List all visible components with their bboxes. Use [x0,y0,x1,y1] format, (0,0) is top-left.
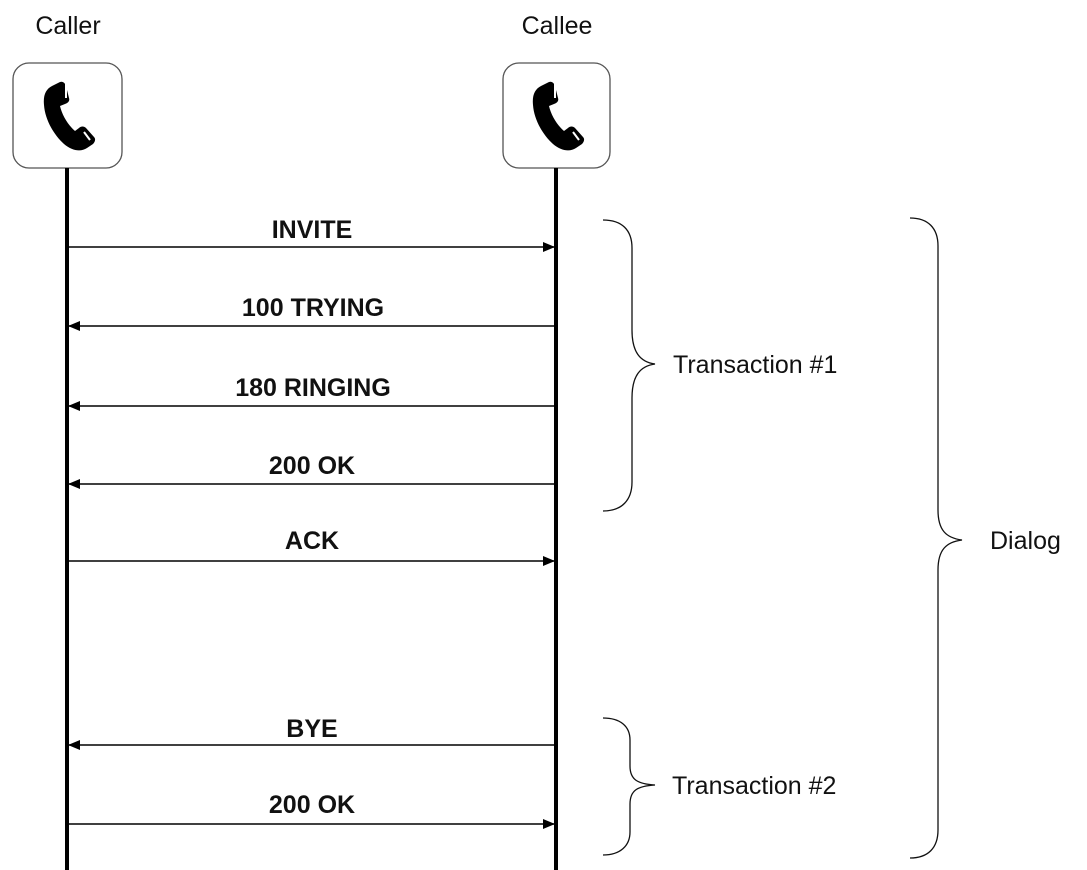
transaction-2-group: Transaction #2 [602,717,836,856]
message-label: INVITE [272,216,353,244]
message-100-trying: 100 TRYING [68,294,554,331]
message-200-ok-bye: 200 OK [69,791,555,829]
dialog-brace [909,217,963,859]
transaction-2-label: Transaction #2 [672,772,836,800]
callee-label: Callee [522,12,593,40]
dialog-label: Dialog [990,527,1061,555]
message-ack: ACK [69,527,555,566]
dialog-group: Dialog [909,217,1061,859]
message-bye: BYE [68,715,554,750]
message-200-ok-invite: 200 OK [68,452,554,489]
caller-phone [12,62,123,169]
transaction-1-group: Transaction #1 [602,219,837,512]
transaction-2-brace [602,717,656,856]
message-label: 200 OK [269,791,355,819]
transaction-1-brace [602,219,656,512]
callee-phone [502,62,611,169]
message-180-ringing: 180 RINGING [68,374,554,411]
message-label: BYE [286,715,337,743]
message-label: ACK [285,527,339,555]
message-label: 180 RINGING [235,374,391,402]
message-invite: INVITE [69,216,555,252]
transaction-1-label: Transaction #1 [673,351,837,379]
caller-label: Caller [35,12,100,40]
message-label: 200 OK [269,452,355,480]
message-label: 100 TRYING [242,294,384,322]
